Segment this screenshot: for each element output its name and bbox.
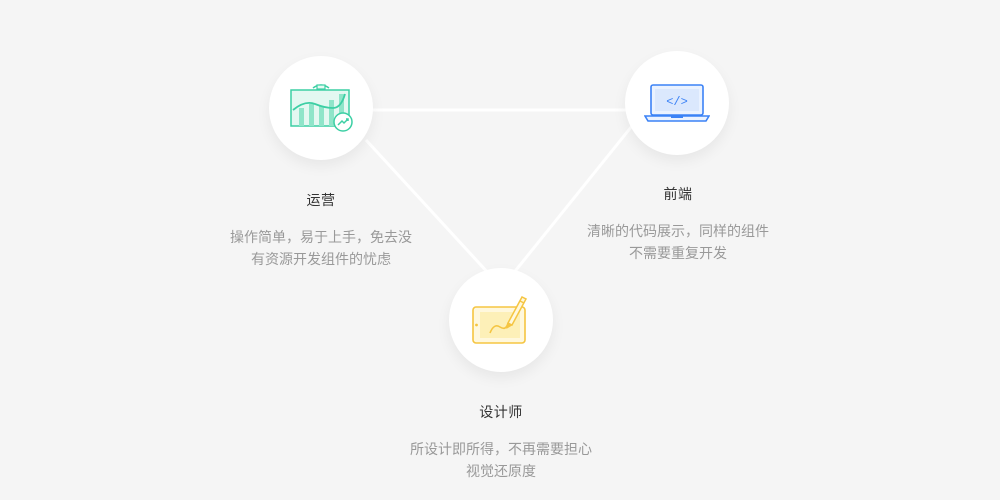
frontend-icon-circle: </> [625,51,729,155]
designer-desc-line-2: 视觉还原度 [466,464,536,480]
operations-title: 运营 [306,193,336,209]
operations-icon-circle [269,56,373,160]
laptop-code-icon: </> [644,84,710,122]
frontend-description: 清晰的代码展示，同样的组件 不需要重复开发 [558,221,798,265]
operations-desc-line-2: 有资源开发组件的忧虑 [251,252,391,268]
connector-frontend-designer [510,125,634,276]
designer-icon-circle [449,268,553,372]
operations-description: 操作简单，易于上手，免去没 有资源开发组件的忧虑 [201,227,441,271]
operations-desc-line-1: 操作简单，易于上手，免去没 [230,230,412,246]
frontend-desc-line-2: 不需要重复开发 [629,246,727,262]
designer-description: 所设计即所得，不再需要担心 视觉还原度 [381,439,621,483]
chart-board-icon [290,84,353,132]
designer-desc-line-1: 所设计即所得，不再需要担心 [410,442,592,458]
frontend-title: 前端 [663,187,693,203]
designer-title: 设计师 [479,405,523,421]
frontend-desc-line-1: 清晰的代码展示，同样的组件 [587,224,769,240]
tablet-pen-icon [472,296,528,344]
connector-ops-designer [364,138,492,277]
svg-text:</>: </> [666,95,688,109]
